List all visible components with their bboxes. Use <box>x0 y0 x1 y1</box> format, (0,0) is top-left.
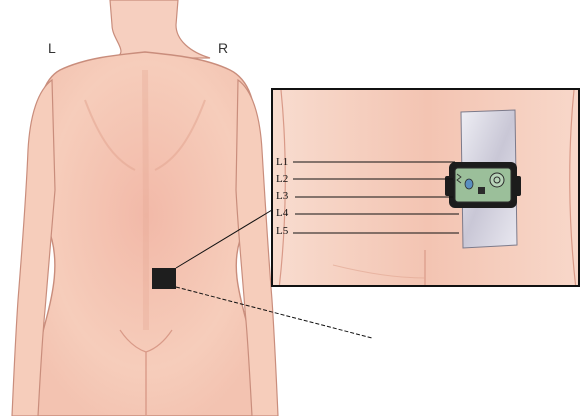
vertebra-label-l1: L1 <box>276 156 288 168</box>
vertebra-label-l4: L4 <box>276 207 288 219</box>
vertebra-label-l5: L5 <box>276 225 288 237</box>
zoom-inset-panel: L1 L2 L3 L4 L5 <box>271 88 580 287</box>
sensor-location-marker <box>152 268 176 289</box>
zoom-inset-illustration <box>273 90 580 287</box>
left-side-label: L <box>48 40 56 56</box>
neck-shape <box>110 0 210 58</box>
vertebra-label-l2: L2 <box>276 173 288 185</box>
right-side-label: R <box>218 40 228 56</box>
vertebra-label-l3: L3 <box>276 190 288 202</box>
wearable-sensor-icon <box>445 162 521 208</box>
